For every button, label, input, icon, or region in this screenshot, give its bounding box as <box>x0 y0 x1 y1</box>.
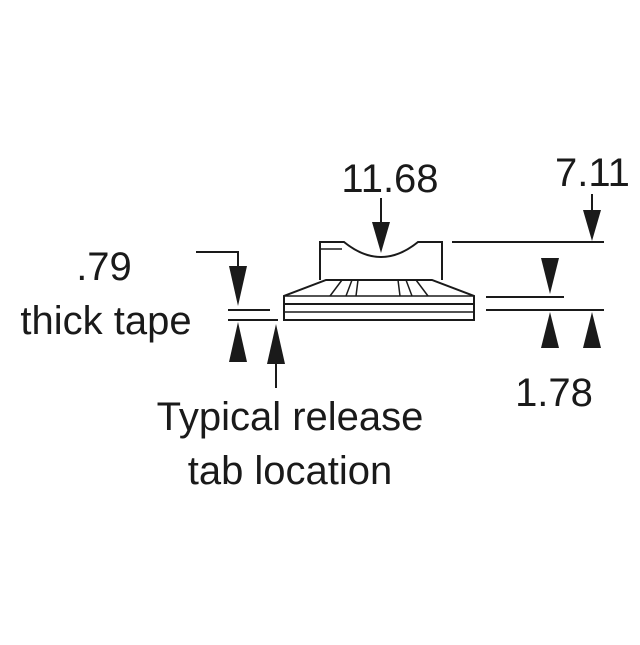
part-outline <box>283 241 475 321</box>
dimension-width: 11.68 <box>341 157 439 253</box>
release-tab-label-line2: tab location <box>188 449 393 493</box>
arrow-down-icon <box>541 258 559 294</box>
release-tab-label-line1: Typical release <box>157 395 424 439</box>
arrow-down-icon <box>583 210 601 241</box>
arrow-up-icon <box>229 322 247 362</box>
arrow-up-icon <box>267 324 285 364</box>
dimension-height-label: 7.11 <box>555 151 630 195</box>
flange <box>283 279 475 304</box>
arrow-down-icon <box>372 222 390 253</box>
flange-ribs <box>329 279 429 297</box>
dimension-width-label: 11.68 <box>341 157 438 201</box>
arrow-up-icon <box>583 312 601 348</box>
release-tab-callout: Typical release tab location <box>157 324 424 493</box>
dimension-base: 1.78 <box>486 258 604 415</box>
dimension-height: 7.11 <box>452 151 630 348</box>
arrow-down-icon <box>229 266 247 306</box>
tape-thickness-value: .79 <box>76 245 132 289</box>
dimension-tape: .79 thick tape <box>20 245 278 362</box>
arrow-up-icon <box>541 312 559 348</box>
dimension-base-label: 1.78 <box>515 371 593 415</box>
cradle <box>319 241 443 280</box>
tape-thickness-text: thick tape <box>20 299 191 343</box>
